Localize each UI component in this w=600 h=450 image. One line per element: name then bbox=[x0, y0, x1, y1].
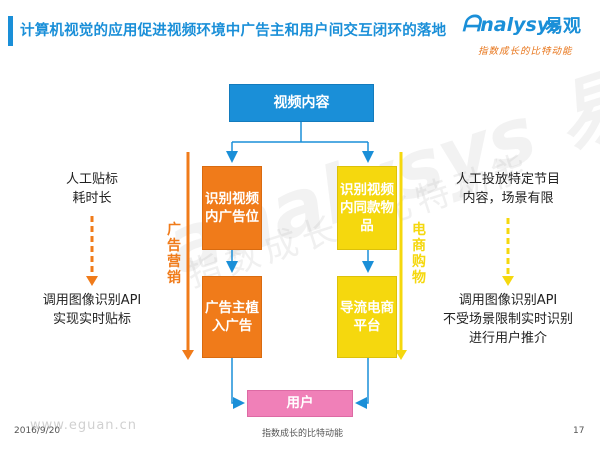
watermark-url: www.eguan.cn bbox=[30, 418, 138, 433]
logo-a-mark: ᗩ bbox=[462, 12, 481, 37]
logo-slogan: 指数成长的比特动能 bbox=[478, 46, 573, 57]
title-accent-bar bbox=[8, 16, 13, 46]
right-after-line-1: 调用图像识别API bbox=[458, 293, 558, 308]
page-number: 17 bbox=[573, 426, 585, 436]
logo-cn-text: 易观 bbox=[545, 16, 581, 37]
page-title: 计算机视觉的应用促进视频环境中广告主和用户间交互闭环的落地 bbox=[20, 23, 447, 39]
left-before-line-2: 耗时长 bbox=[72, 190, 112, 206]
footer-slogan: 指数成长的比特动能 bbox=[262, 429, 344, 439]
left-dashed-arrowhead bbox=[86, 276, 98, 286]
node-ecommerce-redirect: 导流电商平台 bbox=[337, 276, 397, 358]
footer-date: 2016/9/20 bbox=[14, 426, 61, 436]
logo-text: ᗩnalysys bbox=[462, 12, 561, 37]
left-after-line-2: 实现实时贴标 bbox=[52, 311, 131, 327]
orange-flow-arrowhead bbox=[182, 350, 194, 360]
left-before-text: 人工贴标 耗时长 bbox=[56, 171, 128, 209]
node-identify-ad-slot: 识别视频内广告位 bbox=[202, 166, 262, 250]
right-dashed-arrowhead bbox=[502, 276, 514, 286]
logo-en-text: nalysys bbox=[480, 14, 561, 36]
left-before-line-1: 人工贴标 bbox=[65, 172, 118, 187]
node-video-content: 视频内容 bbox=[229, 84, 374, 122]
right-after-text: 调用图像识别API 不受场景限制实时识别 进行用户推介 bbox=[436, 292, 580, 349]
yellow-flow-arrowhead bbox=[395, 350, 407, 360]
connector-right-to-user bbox=[355, 358, 369, 409]
left-after-line-1: 调用图像识别API bbox=[42, 293, 142, 308]
node-advertiser-placement: 广告主植入广告 bbox=[202, 276, 262, 358]
left-after-text: 调用图像识别API 实现实时贴标 bbox=[30, 292, 154, 330]
node-user: 用户 bbox=[247, 390, 353, 417]
node-identify-same-item: 识别视频内同款物品 bbox=[337, 166, 397, 250]
right-before-line-1: 人工投放特定节目 bbox=[455, 172, 560, 187]
right-before-line-2: 内容，场景有限 bbox=[462, 190, 554, 206]
right-after-line-2: 不受场景限制实时识别 bbox=[442, 311, 573, 327]
label-ad-marketing: 广告营销 bbox=[167, 222, 181, 287]
right-after-line-3: 进行用户推介 bbox=[468, 330, 547, 346]
connector-top-split bbox=[232, 122, 368, 143]
connector-left-to-user bbox=[231, 358, 245, 409]
right-before-text: 人工投放特定节目 内容，场景有限 bbox=[446, 171, 570, 209]
label-ecommerce-shopping: 电商购物 bbox=[412, 222, 426, 287]
